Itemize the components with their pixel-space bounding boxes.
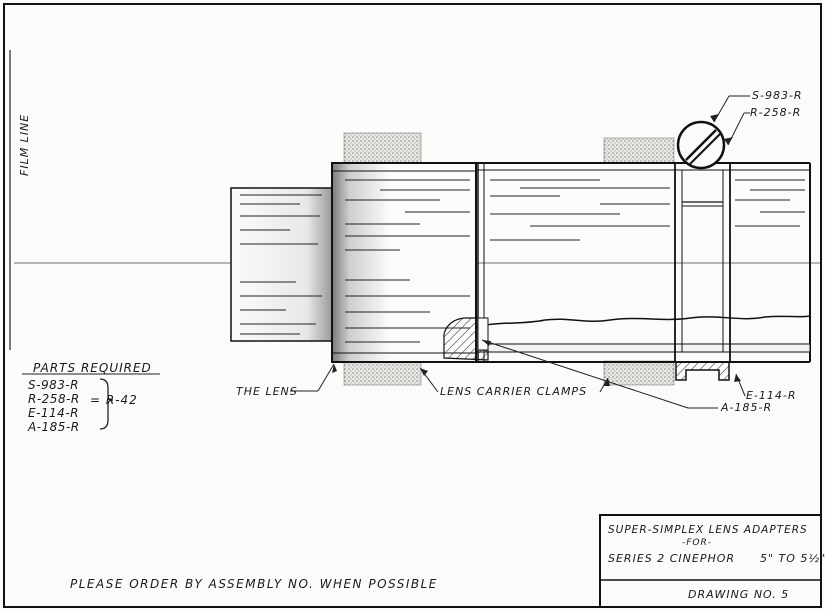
title-block-frame: [599, 514, 822, 608]
lens-carrier-clamps: [343, 132, 675, 386]
part-number: R-258-R: [28, 392, 80, 406]
parts-required-heading: Parts Required: [33, 361, 152, 375]
footer-note: Please order by Assembly No. when possib…: [70, 577, 438, 591]
callout-foot: E-114-R: [746, 389, 797, 402]
assembly-number: = R-42: [90, 393, 138, 407]
ring-foot: [675, 361, 730, 381]
callout-lens-carrier-clamps: Lens Carrier Clamps: [440, 385, 588, 398]
retaining-ring-section: [443, 317, 489, 361]
adapter-tube: [475, 162, 811, 363]
title-line-3: Series 2 Cinephor: [608, 552, 736, 565]
lens-body: [230, 187, 333, 342]
film-line-label: Film Line: [18, 113, 31, 176]
part-number: E-114-R: [28, 406, 79, 420]
title-line-1: Super-Simplex Lens Adapters: [608, 524, 808, 536]
title-line-2: -for-: [682, 538, 713, 548]
title-block: Super-Simplex Lens Adapters -for- Series…: [600, 515, 825, 607]
callout-retaining-ring: A-185-R: [721, 401, 773, 414]
part-number: S-983-R: [28, 378, 80, 392]
clamp-screw: [676, 120, 726, 170]
part-number: A-185-R: [28, 420, 80, 434]
parts-required: Parts Required S-983-R R-258-R E-114-R A…: [28, 358, 168, 438]
callout-screw: S-983-R: [752, 89, 803, 102]
callout-ring: R-258-R: [750, 106, 802, 119]
callout-the-lens: The Lens: [236, 385, 298, 398]
drawing-number: Drawing No. 5: [688, 588, 790, 601]
sheet-border: [3, 3, 822, 608]
clamp-ring: [674, 162, 731, 363]
title-size-range: 5" to 5½": [760, 552, 825, 565]
